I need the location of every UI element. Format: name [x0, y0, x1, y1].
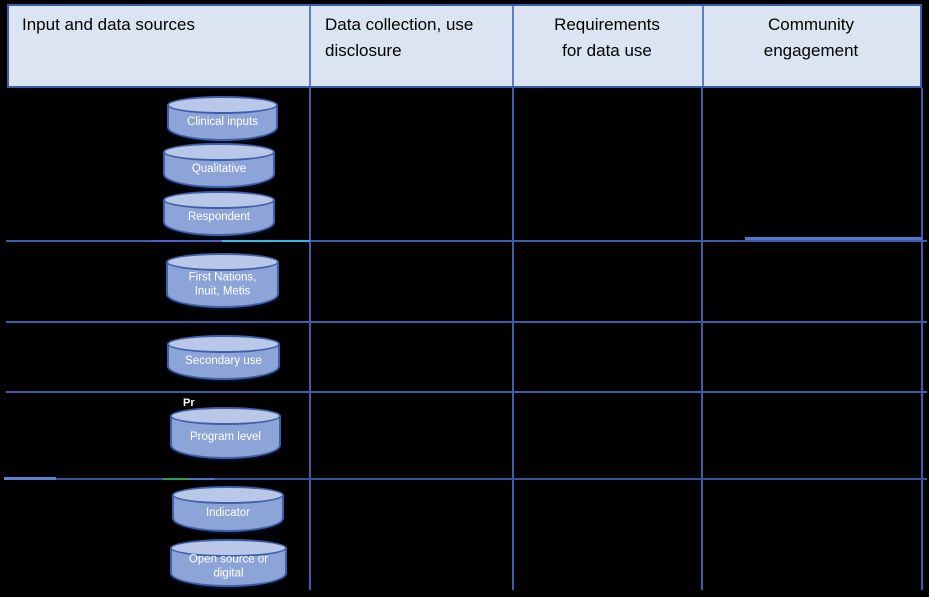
grid-hline-3 — [6, 391, 927, 393]
clipped-text-fragment: Pr — [183, 397, 195, 409]
header-divider — [309, 6, 311, 86]
cylinder-top-ellipse — [170, 539, 287, 557]
line-artifact — [4, 477, 56, 480]
cylinder-top-ellipse — [167, 96, 278, 114]
grid-hline-4 — [4, 478, 927, 480]
cylinder-top-ellipse — [170, 407, 281, 425]
cylinder-clinical-inputs[interactable]: Clinical inputs — [167, 96, 278, 141]
cylinder-top-ellipse — [172, 486, 284, 504]
cylinder-qualitative[interactable]: Qualitative — [163, 143, 275, 188]
cylinder-label: First Nations, Inuit, Metis — [188, 271, 257, 298]
cylinder-top-ellipse — [163, 143, 275, 161]
cylinder-label: Indicator — [205, 506, 251, 519]
cylinder-top-ellipse — [163, 191, 275, 209]
cylinder-label: Clinical inputs — [187, 116, 258, 129]
cylinder-label: Qualitative — [191, 163, 247, 176]
cylinder-first-nations-inuit-metis[interactable]: First Nations, Inuit, Metis — [166, 253, 279, 308]
grid-vline-right-edge — [921, 88, 923, 590]
grid-vline-1 — [309, 88, 311, 590]
green-line-artifact — [163, 478, 190, 480]
line-artifact — [190, 478, 215, 480]
cyan-line-artifact — [222, 240, 310, 242]
grid-vline-3 — [701, 88, 703, 590]
cylinder-top-ellipse — [166, 253, 279, 271]
cylinder-top-ellipse — [167, 335, 280, 353]
grid-hline-1 — [6, 240, 927, 242]
header-cell-community-engagement: Community engagement — [763, 15, 859, 60]
cylinder-label: Respondent — [187, 211, 251, 224]
cylinder-label: Program level — [190, 430, 261, 443]
cylinder-indicator[interactable]: Indicator — [172, 486, 284, 532]
cylinder-respondent[interactable]: Respondent — [163, 191, 275, 236]
line-artifact — [150, 240, 222, 242]
header-cell-data-collection: Data collection, use disclosure — [325, 15, 474, 60]
cylinder-secondary-use[interactable]: Secondary use — [167, 335, 280, 380]
cylinder-label: Secondary use — [185, 355, 262, 368]
grid-hline-2 — [6, 321, 927, 323]
header-divider — [512, 6, 514, 86]
line-artifact — [745, 237, 922, 240]
table-header-row: Input and data sources Data collection, … — [7, 4, 922, 88]
grid-vline-2 — [512, 88, 514, 590]
cylinder-program-level[interactable]: Program level — [170, 407, 281, 459]
cylinder-label: Open source or digital — [188, 553, 269, 580]
header-cell-input-data-sources: Input and data sources — [22, 15, 195, 34]
header-cell-requirements: Requirements for data use — [554, 15, 660, 60]
cylinder-open-source-digital[interactable]: Open source or digital — [170, 539, 287, 587]
header-divider — [702, 6, 704, 86]
